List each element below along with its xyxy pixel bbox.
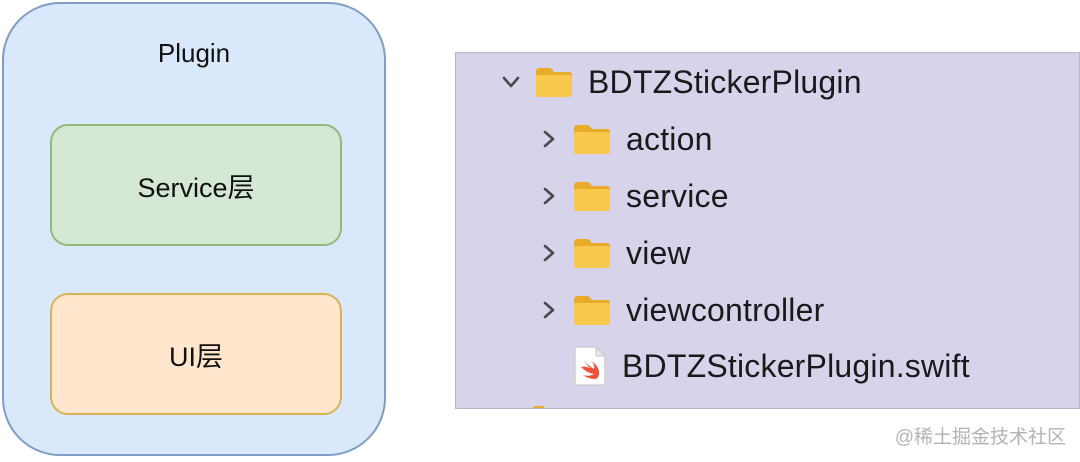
folder-icon [572, 180, 612, 212]
swift-file-icon [572, 346, 608, 386]
chevron-right-icon[interactable] [536, 183, 562, 209]
service-layer-label: Service层 [137, 172, 255, 203]
tree-row-service[interactable]: service [536, 174, 729, 218]
chevron-down-icon[interactable] [498, 69, 524, 95]
plugin-container: Plugin Service层 UI层 [2, 2, 386, 456]
folder-icon [532, 402, 558, 408]
tree-label-swift-file: BDTZStickerPlugin.swift [622, 347, 970, 384]
tree-row-action[interactable]: action [536, 117, 713, 161]
tree-label-viewcontroller: viewcontroller [626, 291, 825, 328]
folder-icon [572, 294, 612, 326]
folder-icon [572, 237, 612, 269]
plugin-label: Plugin [157, 38, 231, 68]
service-layer-box: Service层 [50, 124, 342, 246]
folder-icon [572, 123, 612, 155]
tree-label-view: view [626, 234, 691, 271]
tree-row-swift-file[interactable]: BDTZStickerPlugin.swift [536, 344, 970, 388]
ui-layer-box: UI层 [50, 293, 342, 415]
ui-layer-label: UI层 [169, 341, 223, 372]
chevron-right-icon[interactable] [536, 297, 562, 323]
chevron-right-icon[interactable] [536, 126, 562, 152]
tree-row-view[interactable]: view [536, 231, 691, 275]
file-tree-panel: BDTZStickerPlugin action service [455, 52, 1080, 409]
tree-label-service: service [626, 177, 729, 214]
tree-row-root[interactable]: BDTZStickerPlugin [498, 60, 862, 104]
tree-row-viewcontroller[interactable]: viewcontroller [536, 288, 824, 332]
tree-label-root: BDTZStickerPlugin [588, 63, 862, 100]
folder-icon [534, 66, 574, 98]
watermark: @稀土掘金技术社区 [894, 427, 1066, 448]
chevron-right-icon[interactable] [536, 240, 562, 266]
tree-label-action: action [626, 120, 713, 157]
